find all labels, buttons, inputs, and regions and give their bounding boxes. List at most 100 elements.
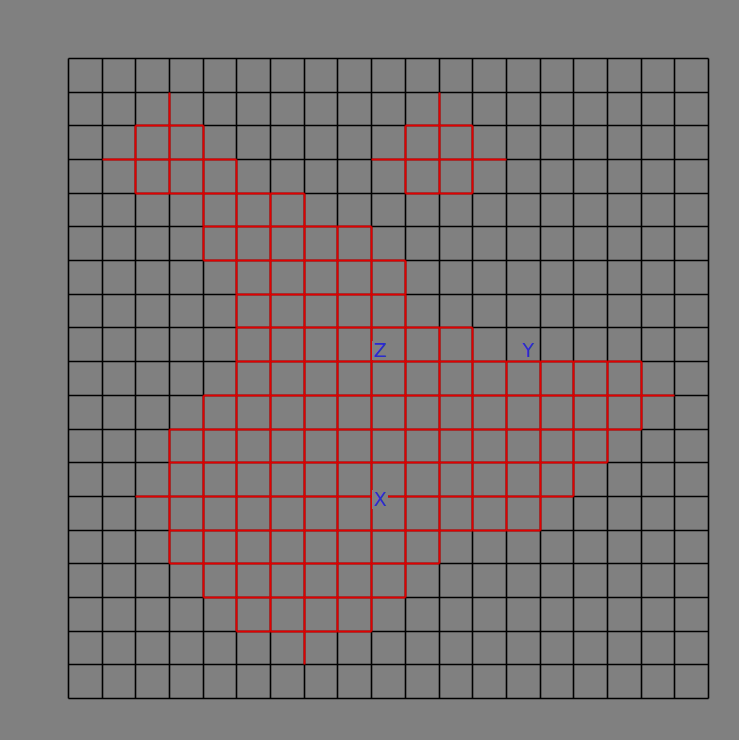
grid-line [69, 597, 709, 599]
red-edge [203, 160, 205, 194]
red-edge [540, 463, 542, 497]
red-edge [169, 463, 171, 497]
grid-line [135, 59, 137, 699]
red-edge [472, 463, 474, 497]
red-edge [236, 295, 238, 328]
red-edge [304, 295, 306, 328]
red-edge [574, 395, 608, 397]
red-edge [405, 126, 407, 160]
red-edge [540, 430, 542, 463]
red-edge [271, 631, 305, 633]
red-edge [236, 396, 238, 430]
red-edge [440, 530, 473, 532]
red-edge [270, 430, 272, 463]
grid-line [236, 59, 238, 699]
red-edge [304, 531, 306, 564]
red-edge [204, 462, 237, 464]
red-edge [304, 598, 306, 632]
grid-line [69, 429, 709, 431]
grid-line [69, 159, 709, 161]
red-edge [440, 327, 473, 329]
red-edge [270, 396, 272, 430]
red-edge [169, 160, 171, 194]
red-edge [305, 361, 338, 363]
red-edge [337, 598, 339, 632]
red-edge [506, 362, 508, 396]
grid-line [472, 59, 474, 699]
red-edge [337, 227, 339, 261]
red-edge [237, 226, 271, 228]
grid-line [69, 58, 709, 60]
red-edge [304, 261, 306, 295]
red-edge [237, 361, 271, 363]
grid-line [69, 395, 709, 397]
red-edge [170, 429, 204, 431]
red-edge [170, 159, 204, 161]
red-edge [337, 564, 339, 598]
red-edge [305, 462, 338, 464]
red-edge [406, 327, 440, 329]
red-edge [337, 396, 339, 430]
red-edge [305, 395, 338, 397]
red-edge [237, 429, 271, 431]
red-edge [607, 362, 609, 396]
red-edge [507, 361, 541, 363]
red-edge [270, 463, 272, 497]
red-edge [136, 159, 170, 161]
red-edge [406, 395, 440, 397]
red-edge [472, 497, 474, 531]
red-edge [405, 362, 407, 396]
red-edge [507, 395, 541, 397]
red-edge [507, 429, 541, 431]
red-edge [338, 462, 372, 464]
red-edge [338, 429, 372, 431]
red-edge [472, 396, 474, 430]
red-edge [170, 563, 204, 565]
grid-line [607, 59, 609, 699]
red-edge [237, 260, 271, 262]
red-edge [305, 597, 338, 599]
red-edge [338, 395, 372, 397]
red-edge [169, 126, 171, 160]
grid-line [69, 294, 709, 296]
red-edge [406, 462, 440, 464]
red-edge [236, 497, 238, 531]
red-edge [305, 563, 338, 565]
red-edge [271, 496, 305, 498]
red-edge [540, 497, 542, 531]
red-edge [405, 261, 407, 295]
red-edge [406, 125, 440, 127]
red-edge [237, 563, 271, 565]
red-edge [439, 328, 441, 362]
point-label: Y [521, 341, 535, 360]
red-edge [304, 227, 306, 261]
red-edge [439, 430, 441, 463]
red-edge [440, 496, 473, 498]
red-edge [541, 429, 574, 431]
red-edge [337, 328, 339, 362]
red-edge [203, 396, 205, 430]
red-edge [641, 396, 643, 430]
red-edge [204, 530, 237, 532]
grid-line [405, 59, 407, 699]
red-edge [337, 295, 339, 328]
red-edge [406, 193, 440, 195]
red-edge [170, 125, 204, 127]
red-edge [304, 463, 306, 497]
red-edge [338, 226, 372, 228]
red-edge [406, 159, 440, 161]
red-edge [439, 497, 441, 531]
red-edge [371, 362, 373, 396]
red-edge [541, 462, 574, 464]
red-edge [203, 497, 205, 531]
red-edge [136, 125, 170, 127]
red-edge [304, 632, 306, 665]
red-edge [337, 497, 339, 531]
red-edge [405, 463, 407, 497]
grid-line [674, 59, 676, 699]
red-edge [203, 564, 205, 598]
red-edge [271, 260, 305, 262]
red-edge [271, 294, 305, 296]
red-edge [337, 261, 339, 295]
